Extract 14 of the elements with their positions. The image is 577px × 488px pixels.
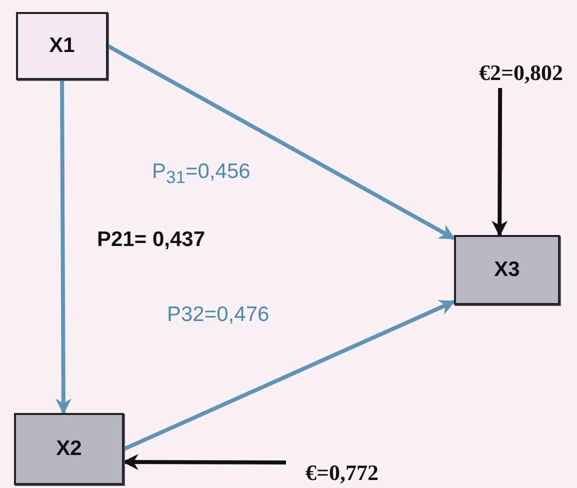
arrow bbox=[55, 80, 72, 415]
error-term: €=0,772 bbox=[305, 460, 379, 486]
arrow bbox=[492, 88, 508, 237]
variable-label: X1 bbox=[49, 34, 75, 58]
arrow bbox=[122, 454, 286, 470]
variable-box bbox=[14, 413, 124, 485]
edge-label: P21= 0,437 bbox=[95, 228, 208, 252]
arrow bbox=[123, 300, 456, 451]
variable-box bbox=[16, 12, 108, 80]
error-term: €2=0,802 bbox=[478, 60, 564, 86]
arrow bbox=[107, 44, 456, 240]
variable-box bbox=[454, 235, 560, 305]
variable-label: X2 bbox=[56, 437, 82, 461]
variable-label: X3 bbox=[494, 258, 520, 282]
